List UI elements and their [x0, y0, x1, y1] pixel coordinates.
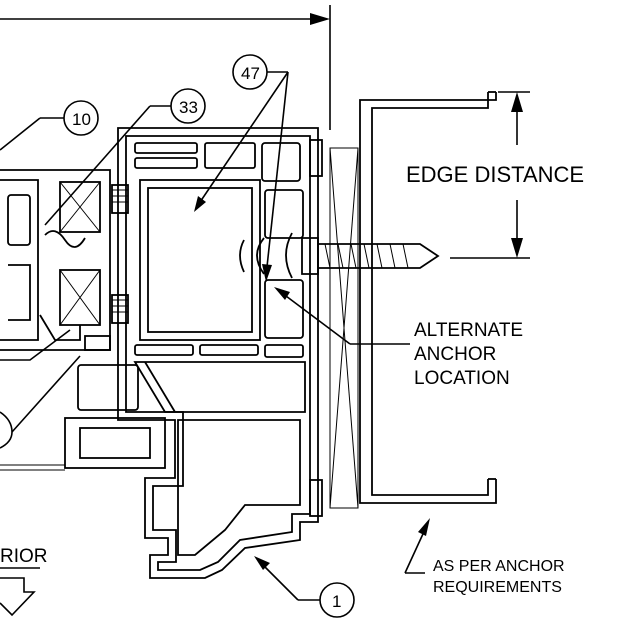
callout-47: 47: [194, 54, 289, 282]
partial-callouts-left: [0, 329, 81, 449]
lower-left-profile: [0, 417, 166, 471]
alternate-line-2: ANCHOR: [414, 344, 496, 365]
alternate-anchor-leader: [274, 287, 410, 345]
callout-33: 33: [44, 88, 206, 226]
callout-47-number: 47: [241, 64, 260, 83]
as-per-anchor-leader: [404, 518, 430, 574]
shim-packing: [329, 147, 359, 509]
sash-section: [0, 169, 129, 351]
alternate-line-3: LOCATION: [414, 368, 510, 389]
exterior-arrow: [0, 577, 36, 617]
anchor-screw: [239, 232, 440, 279]
callout-1: 1: [254, 556, 355, 618]
edge-distance-label: EDGE DISTANCE: [406, 162, 584, 187]
alternate-line-1: ALTERNATE: [414, 320, 523, 341]
steel-channel: [359, 91, 497, 504]
top-dimension-line: [0, 5, 331, 130]
callout-10: 10: [0, 100, 99, 151]
as-per-line-2: REQUIREMENTS: [433, 579, 562, 596]
edge-distance-dimension: [450, 91, 530, 259]
exterior-label-partial: RIOR: [0, 546, 48, 567]
as-per-line-1: AS PER ANCHOR: [433, 558, 565, 575]
window-frame-profile: [77, 127, 323, 579]
callout-10-number: 10: [72, 110, 91, 129]
callout-1-number: 1: [332, 592, 341, 611]
callout-33-number: 33: [179, 98, 198, 117]
